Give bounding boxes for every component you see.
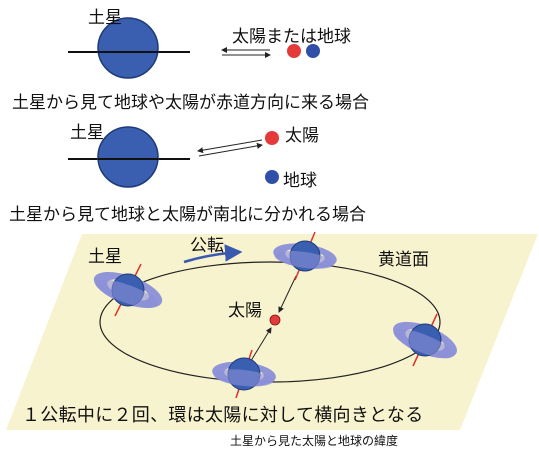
revolution-label: 公転 — [190, 236, 224, 256]
saturn-top — [273, 231, 337, 281]
saturn-top — [97, 17, 159, 79]
saturn-left — [93, 263, 163, 317]
ray-from-bottom-saturn — [248, 327, 272, 365]
sun-center — [269, 314, 281, 326]
sunlight-arrow-top — [221, 47, 271, 58]
sunlight-arrow-middle — [197, 139, 263, 157]
saturn-bottom — [212, 349, 276, 399]
ecliptic-label: 黄道面 — [378, 250, 429, 270]
saturn-right — [393, 313, 457, 367]
middle-panel — [68, 126, 279, 188]
sun-label-bottom: 太陽 — [228, 301, 262, 321]
sun-or-earth-label: 太陽または地球 — [232, 27, 351, 47]
sun-label-middle: 太陽 — [285, 126, 319, 146]
earth-dot-top — [306, 44, 320, 58]
ray-from-top-saturn — [278, 275, 297, 313]
revolution-arrow — [183, 244, 243, 264]
saturn-middle — [97, 126, 159, 188]
sun-dot-middle — [265, 131, 279, 145]
saturn-label-bottom: 土星 — [88, 247, 122, 267]
saturn-label-middle: 土星 — [70, 123, 104, 143]
bottom-panel — [6, 231, 538, 430]
caption-bottom: １公転中に２回、環は太陽に対して横向きとなる — [22, 405, 424, 426]
caption-middle: 土星から見て地球と太陽が南北に分かれる場合 — [9, 205, 366, 225]
top-panel — [68, 17, 320, 79]
saturn-label-top: 土星 — [88, 8, 122, 28]
sun-dot-top — [287, 44, 301, 58]
caption-top: 土星から見て地球や太陽が赤道方向に来る場合 — [12, 93, 369, 113]
caption-small: 土星から見た太陽と地球の緯度 — [230, 434, 399, 448]
earth-dot-middle — [265, 170, 279, 184]
earth-label-middle: 地球 — [283, 171, 317, 191]
